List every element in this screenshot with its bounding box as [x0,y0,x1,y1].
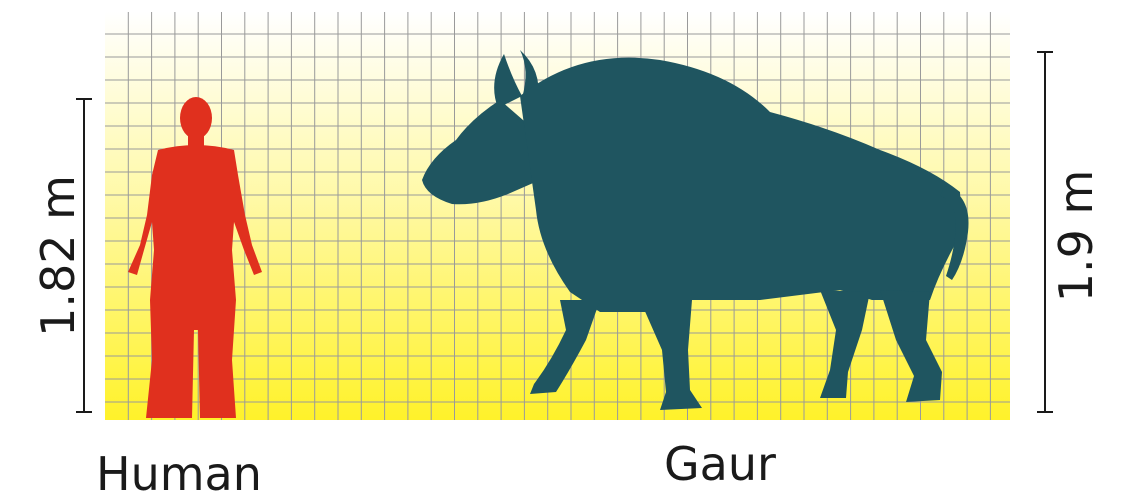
human-height-label: 1.82 m [31,175,85,337]
human-name-label: Human [96,447,262,499]
gaur-name-label: Gaur [664,437,776,491]
gaur-height-label: 1.9 m [1049,170,1103,303]
